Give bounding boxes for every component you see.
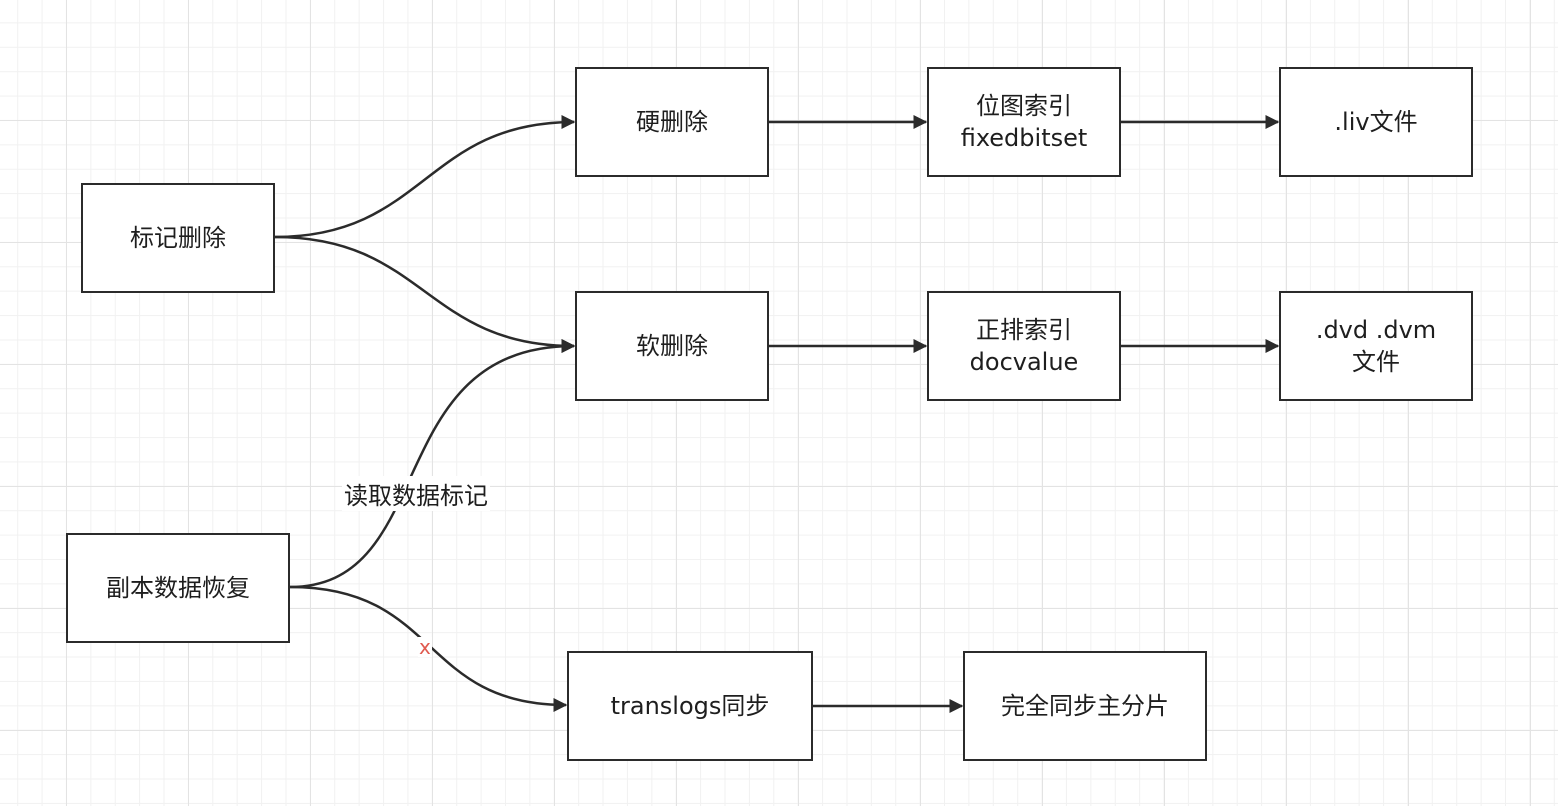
- edge-mark-to-hard: [274, 115, 576, 239]
- node-mark-delete[interactable]: 标记删除: [81, 183, 275, 293]
- edge-mark-to-soft: [274, 235, 576, 353]
- node-liv-file[interactable]: .liv文件: [1279, 67, 1473, 177]
- node-dvd-dvm-file[interactable]: .dvd .dvm 文件: [1279, 291, 1473, 401]
- node-forward-index[interactable]: 正排索引 docvalue: [927, 291, 1121, 401]
- node-full-sync[interactable]: 完全同步主分片: [963, 651, 1207, 761]
- edge-label-read-marks: 读取数据标记: [342, 476, 490, 511]
- node-replica-recovery[interactable]: 副本数据恢复: [66, 533, 290, 643]
- node-soft-delete[interactable]: 软删除: [575, 291, 769, 401]
- edge-recovery-to-soft: [289, 339, 576, 589]
- node-translogs-sync[interactable]: translogs同步: [567, 651, 813, 761]
- node-bitmap-index[interactable]: 位图索引 fixedbitset: [927, 67, 1121, 177]
- edge-x-mark: x: [418, 635, 432, 659]
- node-hard-delete[interactable]: 硬删除: [575, 67, 769, 177]
